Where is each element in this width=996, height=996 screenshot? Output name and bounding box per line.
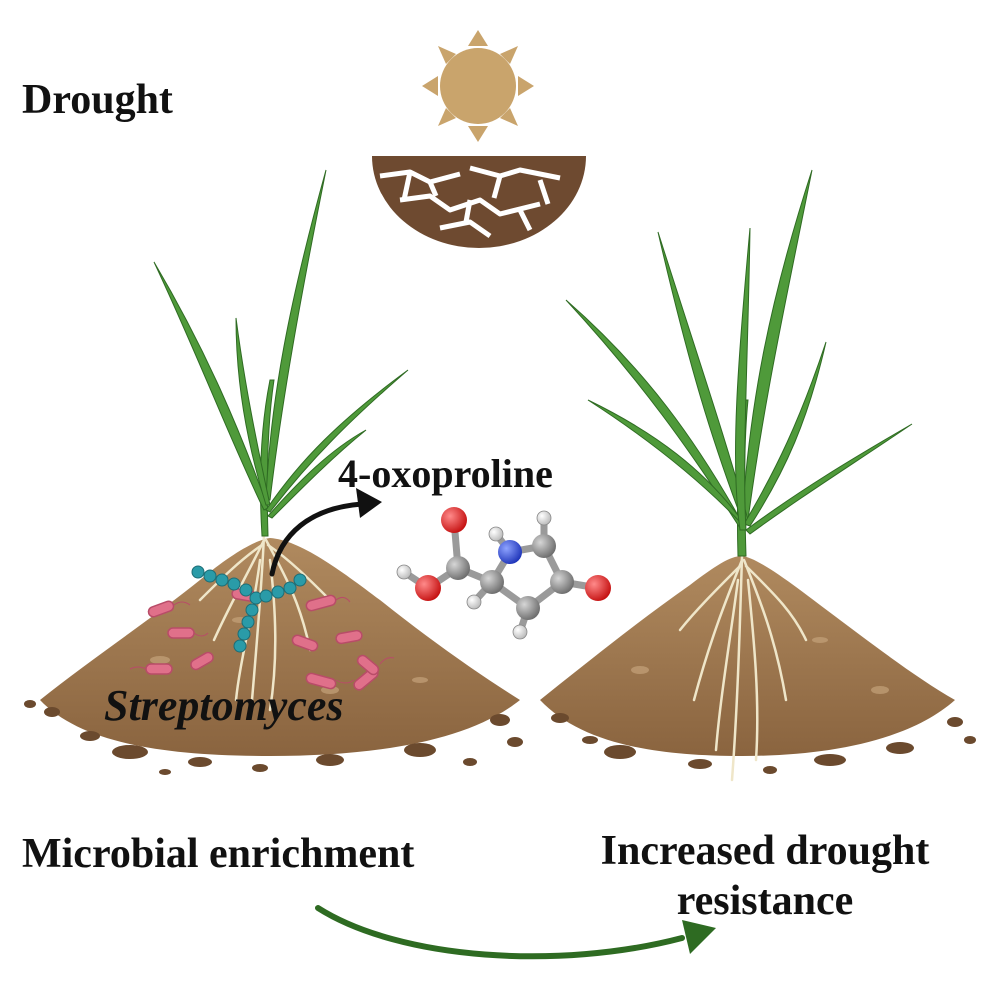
wheat-plant-icon-right	[565, 169, 913, 557]
sun-icon	[422, 30, 534, 142]
molecule-icon	[396, 507, 611, 640]
condition-label: Drought	[22, 77, 173, 123]
soil-mound-right	[540, 556, 976, 774]
streptomyces-icon	[191, 565, 307, 653]
arrow-icon-progress	[315, 905, 716, 960]
soil-mound-left	[24, 538, 523, 775]
outcome-label: Increased drought resistance	[600, 828, 930, 924]
wheat-plant-icon-left	[153, 169, 409, 537]
roots-right	[678, 554, 808, 782]
microbe-label: Streptomyces	[104, 681, 344, 730]
compound-label: 4-oxoproline	[338, 451, 553, 496]
process-label: Microbial enrichment	[22, 831, 415, 877]
cracked-soil-icon	[372, 156, 586, 248]
arrow-icon-compound	[269, 488, 382, 577]
bacteria-flagella	[129, 596, 395, 684]
